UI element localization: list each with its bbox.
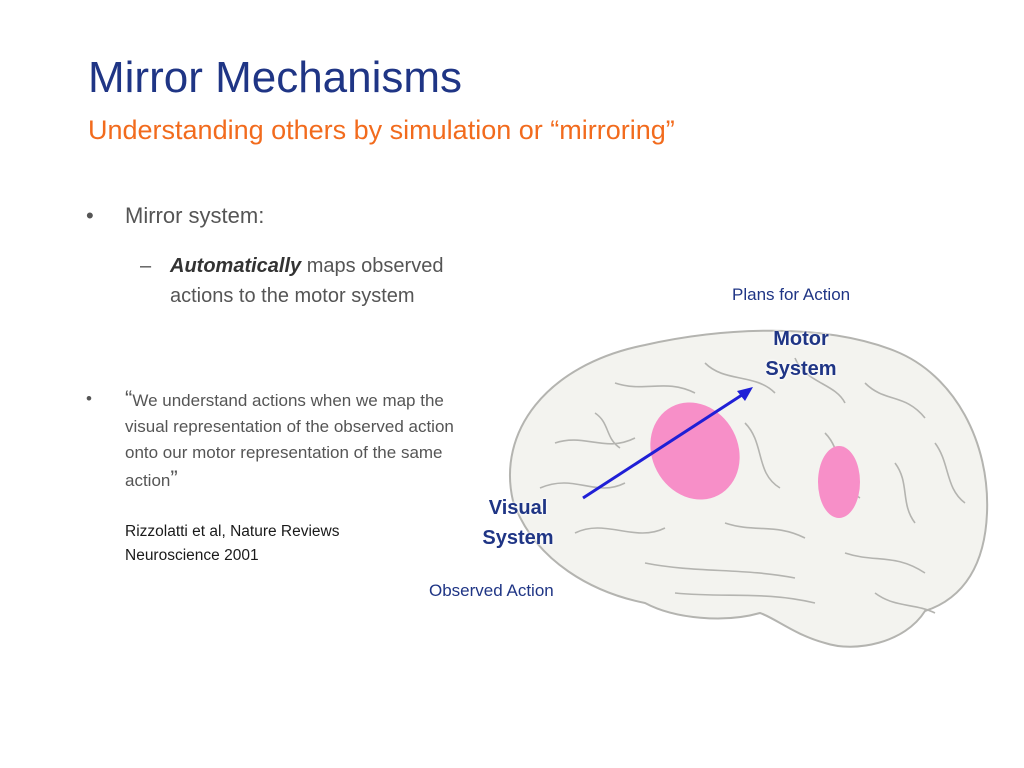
emphasis-automatically: Automatically <box>170 255 302 277</box>
bullet-marker: • <box>86 203 94 228</box>
brain-outline <box>508 329 989 648</box>
motor-system-label: Motor System <box>765 328 837 380</box>
open-quote: “ <box>125 386 133 411</box>
close-quote: ” <box>170 466 178 491</box>
bullet-quote: • “We understand actions when we map the… <box>86 386 485 494</box>
brain-folds <box>539 357 966 614</box>
motor-region <box>650 402 740 500</box>
bullet-text: Mirror system: <box>125 203 265 228</box>
bullet-mirror-system: • Mirror system: <box>86 203 264 229</box>
quote-text: We understand actions when we map the vi… <box>125 391 454 490</box>
bullet-marker: • <box>86 389 92 408</box>
quote-text-block: “We understand actions when we map the v… <box>125 386 485 494</box>
sub-bullet-automatically: – Automatically maps observed actions to… <box>140 251 450 311</box>
sub-bullet-text: Automatically maps observed actions to t… <box>170 251 450 311</box>
brain-illustration <box>495 323 992 656</box>
arrow-line <box>582 391 746 500</box>
sub-bullet-rest: maps observed actions to the motor syste… <box>170 255 444 307</box>
visual-region <box>818 446 860 518</box>
citation: Rizzolatti et al, Nature Reviews Neurosc… <box>125 523 340 564</box>
arrow-head <box>737 387 753 401</box>
visual-system-label: Visual System <box>482 497 554 549</box>
slide-title: Mirror Mechanisms <box>88 53 463 102</box>
slide-subtitle: Understanding others by simulation or “m… <box>88 115 675 145</box>
dash-marker: – <box>140 255 152 277</box>
observed-action-label: Observed Action <box>429 581 554 600</box>
plans-for-action-label: Plans for Action <box>732 285 851 304</box>
brain-svg <box>508 329 989 648</box>
